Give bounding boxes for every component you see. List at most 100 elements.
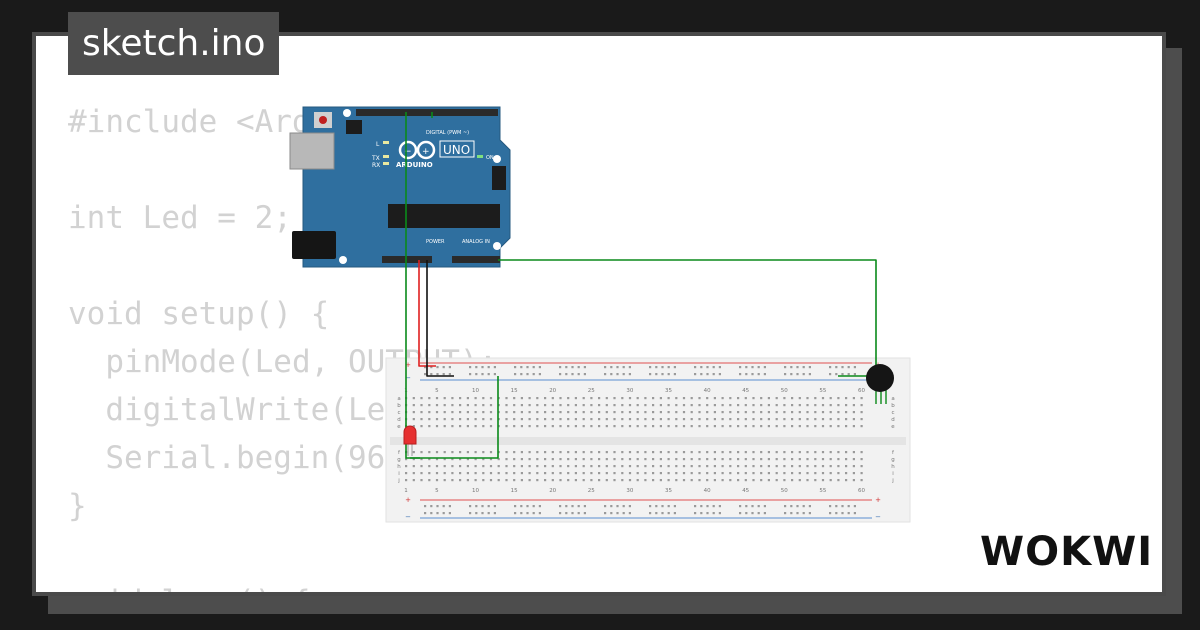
- breadboard-hole: [598, 465, 601, 468]
- breadboard-hole: [713, 465, 716, 468]
- rail-hole: [667, 505, 670, 508]
- column-number: 55: [819, 388, 826, 394]
- rail-hole: [829, 505, 832, 508]
- breadboard-hole: [667, 479, 670, 482]
- rail-hole: [571, 505, 574, 508]
- breadboard-hole: [860, 411, 863, 414]
- logo-minus: −: [404, 147, 412, 157]
- black-wire-gnd[interactable]: [426, 260, 454, 377]
- breadboard-hole: [659, 397, 662, 400]
- breadboard-hole: [544, 465, 547, 468]
- rail-hole: [655, 512, 658, 515]
- breadboard-hole: [528, 458, 531, 461]
- column-number: 35: [665, 488, 672, 494]
- breadboard-hole: [489, 397, 493, 400]
- breadboard-hole: [860, 404, 863, 407]
- rail-hole: [835, 512, 838, 515]
- breadboard-hole: [420, 404, 423, 407]
- rail-hole: [757, 505, 760, 508]
- rail-hole: [622, 505, 625, 508]
- rail-hole: [514, 366, 517, 369]
- rail-hole: [808, 512, 811, 515]
- breadboard-hole: [667, 458, 670, 461]
- breadboard-hole: [528, 418, 531, 421]
- breadboard-hole: [837, 404, 840, 407]
- reset-button[interactable]: [319, 116, 327, 124]
- green-wire-led-return[interactable]: [410, 376, 499, 459]
- breadboard-hole: [845, 411, 848, 414]
- breadboard-hole: [806, 397, 809, 400]
- breadboard-hole: [443, 425, 446, 428]
- breadboard-hole: [644, 404, 647, 407]
- breadboard-hole: [636, 404, 639, 407]
- rail-hole: [469, 366, 472, 369]
- rail-hole: [481, 512, 484, 515]
- breadboard-hole: [513, 472, 516, 475]
- rail-hole: [745, 505, 748, 508]
- breadboard-hole: [628, 465, 632, 468]
- breadboard-hole: [613, 397, 616, 400]
- red-led[interactable]: [403, 425, 417, 456]
- breadboard-hole: [628, 451, 632, 454]
- breadboard-hole: [412, 411, 415, 414]
- breadboard-hole: [852, 465, 855, 468]
- breadboard-hole: [752, 465, 755, 468]
- breadboard-hole: [744, 425, 747, 428]
- breadboard-hole: [536, 418, 539, 421]
- code-line: void loop() {: [68, 578, 535, 592]
- rail-hole: [475, 366, 478, 369]
- breadboard-hole: [405, 458, 408, 461]
- sketch-title: sketch.ino: [68, 12, 280, 75]
- breadboard-hole: [598, 404, 601, 407]
- usb-port: [289, 132, 335, 170]
- breadboard-hole: [791, 451, 794, 454]
- breadboard-hole: [783, 404, 786, 407]
- breadboard-hole: [582, 411, 585, 414]
- breadboard-hole: [837, 472, 840, 475]
- breadboard-hole: [760, 404, 763, 407]
- breadboard-hole: [405, 465, 408, 468]
- breadboard-hole: [513, 404, 516, 407]
- rail-hole: [628, 373, 631, 376]
- rail-hole: [559, 512, 562, 515]
- row-letter: d: [891, 417, 895, 423]
- rail-hole: [448, 373, 451, 376]
- rail-hole: [565, 373, 568, 376]
- wokwi-logo[interactable]: WOKWI: [980, 525, 1150, 575]
- l-led: [383, 141, 389, 144]
- arduino-uno[interactable]: − + ARDUINO UNO DIGITAL (PWM ~) POWER AN…: [289, 106, 511, 268]
- breadboard-hole: [845, 479, 848, 482]
- breadboard-hole: [729, 465, 732, 468]
- rail-hole: [847, 366, 850, 369]
- green-wire-analog[interactable]: [498, 259, 877, 376]
- rail-hole: [751, 512, 754, 515]
- breadboard-hole: [775, 418, 778, 421]
- breadboard-hole: [675, 425, 678, 428]
- sensor-component[interactable]: [866, 364, 894, 404]
- breadboard-hole: [582, 451, 585, 454]
- breadboard[interactable]: 5510101515202025253030353540404545505055…: [385, 357, 911, 523]
- breadboard-hole: [428, 404, 431, 407]
- breadboard-hole: [567, 418, 570, 421]
- mounting-hole: [493, 242, 501, 250]
- breadboard-hole: [644, 479, 647, 482]
- breadboard-hole: [497, 479, 500, 482]
- breadboard-hole: [559, 479, 562, 482]
- red-wire-5v[interactable]: [418, 260, 436, 367]
- breadboard-hole: [482, 479, 485, 482]
- breadboard-hole: [544, 418, 547, 421]
- rail-hole: [430, 505, 433, 508]
- breadboard-hole: [497, 472, 500, 475]
- breadboard-hole: [582, 465, 585, 468]
- breadboard-hole: [505, 472, 508, 475]
- rail-hole: [424, 505, 427, 508]
- breadboard-hole: [497, 465, 500, 468]
- breadboard-hole: [513, 465, 516, 468]
- breadboard-hole: [474, 472, 477, 475]
- rail-hole: [577, 366, 580, 369]
- breadboard-hole: [752, 472, 755, 475]
- breadboard-hole: [814, 458, 817, 461]
- breadboard-hole: [551, 418, 554, 421]
- breadboard-hole: [636, 472, 639, 475]
- breadboard-hole: [760, 411, 763, 414]
